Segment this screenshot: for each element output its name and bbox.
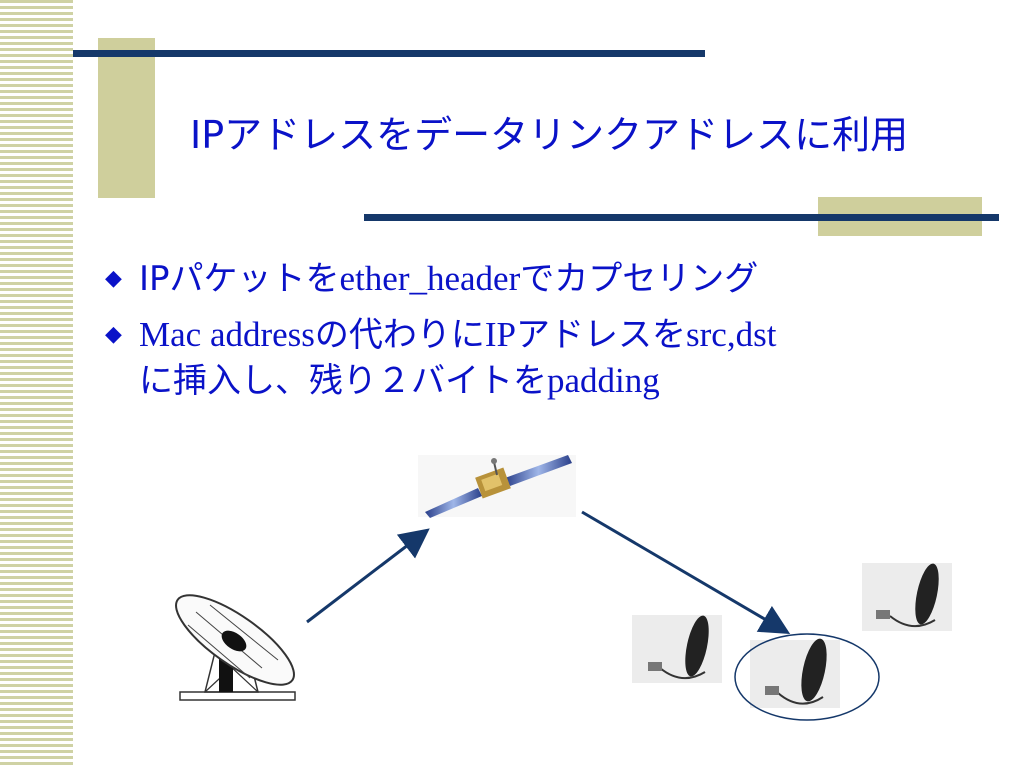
decorative-block-left [98,38,155,198]
selected-receiver-circle [734,633,880,721]
uplink-arrow [306,528,430,624]
title-top-rule [73,50,705,57]
bullet-text: src,dst [686,315,777,354]
bullet-item-1: ◆ IPパケットをether_headerでカプセリング [103,256,983,302]
ground-station-dish-icon [175,594,296,701]
slide-title: IPアドレスをデータリンクアドレスに利用 [190,113,909,157]
bullet-text: IPパケットを [139,259,340,299]
bullet-item-2: ◆ Mac addressの代わりにIPアドレスをsrc,dst に挿入し、残り２… [103,312,983,404]
receiver-dish-icon [862,563,952,631]
bullet-text: Mac address [139,315,315,354]
bullet-text: ether_header [339,259,521,298]
receiver-dish-icon [750,638,840,708]
bullet-list: ◆ IPパケットをether_headerでカプセリング ◆ Mac addre… [103,256,983,414]
decorative-stripes [0,0,73,768]
receiver-dish-icon [632,615,722,683]
bullet-text: に挿入し、残り２バイトを [139,361,547,401]
diamond-bullet-icon: ◆ [105,266,122,291]
bullet-text: でカプセリング [520,259,759,299]
downlink-arrow [581,510,791,635]
bullet-text: IP [484,315,517,354]
bullet-text: padding [547,361,660,400]
satellite-icon [418,455,576,518]
diamond-bullet-icon: ◆ [105,322,122,347]
title-bottom-rule [364,214,999,221]
bullet-text: アドレスを [516,315,687,355]
bullet-text: の代わりに [314,315,485,355]
